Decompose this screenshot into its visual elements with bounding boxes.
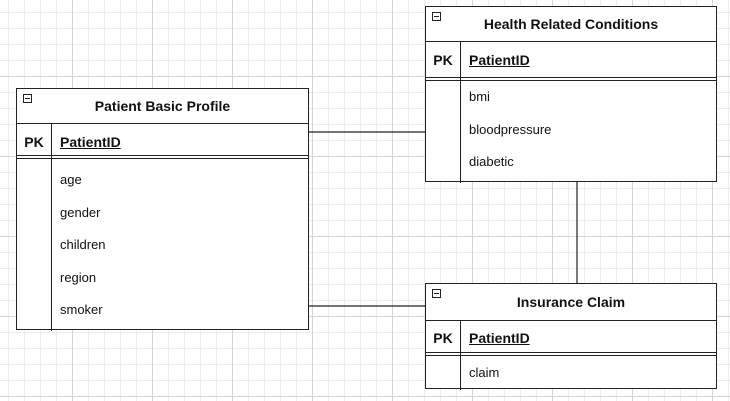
field-list: bmi bloodpressure diabetic [426,81,716,183]
field-bmi[interactable]: bmi [469,89,490,104]
pk-field: PatientID [469,330,530,346]
entity-header[interactable]: Patient Basic Profile [17,89,308,124]
field-age[interactable]: age [60,172,82,187]
field-region[interactable]: region [60,270,97,285]
entity-title: Patient Basic Profile [94,98,231,114]
entity-insurance-claim[interactable]: Insurance Claim PK PatientID claim [425,283,717,390]
entity-title: Insurance Claim [516,294,626,310]
pk-label: PK [433,52,453,68]
primary-key-row[interactable]: PK PatientID [17,124,308,159]
field-list: claim [426,356,716,390]
pk-label: PK [24,134,44,150]
pk-field: PatientID [60,134,121,150]
collapse-icon[interactable] [432,289,441,298]
entity-header[interactable]: Health Related Conditions [426,7,716,42]
pk-field: PatientID [469,52,530,68]
entity-health-related-conditions[interactable]: Health Related Conditions PK PatientID b… [425,6,717,183]
field-gender[interactable]: gender [60,205,101,220]
field-smoker[interactable]: smoker [60,302,103,317]
field-list: age gender children region smoker [17,159,308,331]
entity-title: Health Related Conditions [483,16,659,32]
field-children[interactable]: children [60,237,106,252]
field-bloodpressure[interactable]: bloodpressure [469,122,552,137]
entity-patient-basic-profile[interactable]: Patient Basic Profile PK PatientID age g… [16,88,309,331]
pk-label: PK [433,330,453,346]
collapse-icon[interactable] [432,12,441,21]
primary-key-row[interactable]: PK PatientID [426,42,716,81]
collapse-icon[interactable] [23,94,32,103]
primary-key-row[interactable]: PK PatientID [426,321,716,356]
entity-header[interactable]: Insurance Claim [426,284,716,321]
field-diabetic[interactable]: diabetic [469,154,514,169]
field-claim[interactable]: claim [469,365,500,380]
